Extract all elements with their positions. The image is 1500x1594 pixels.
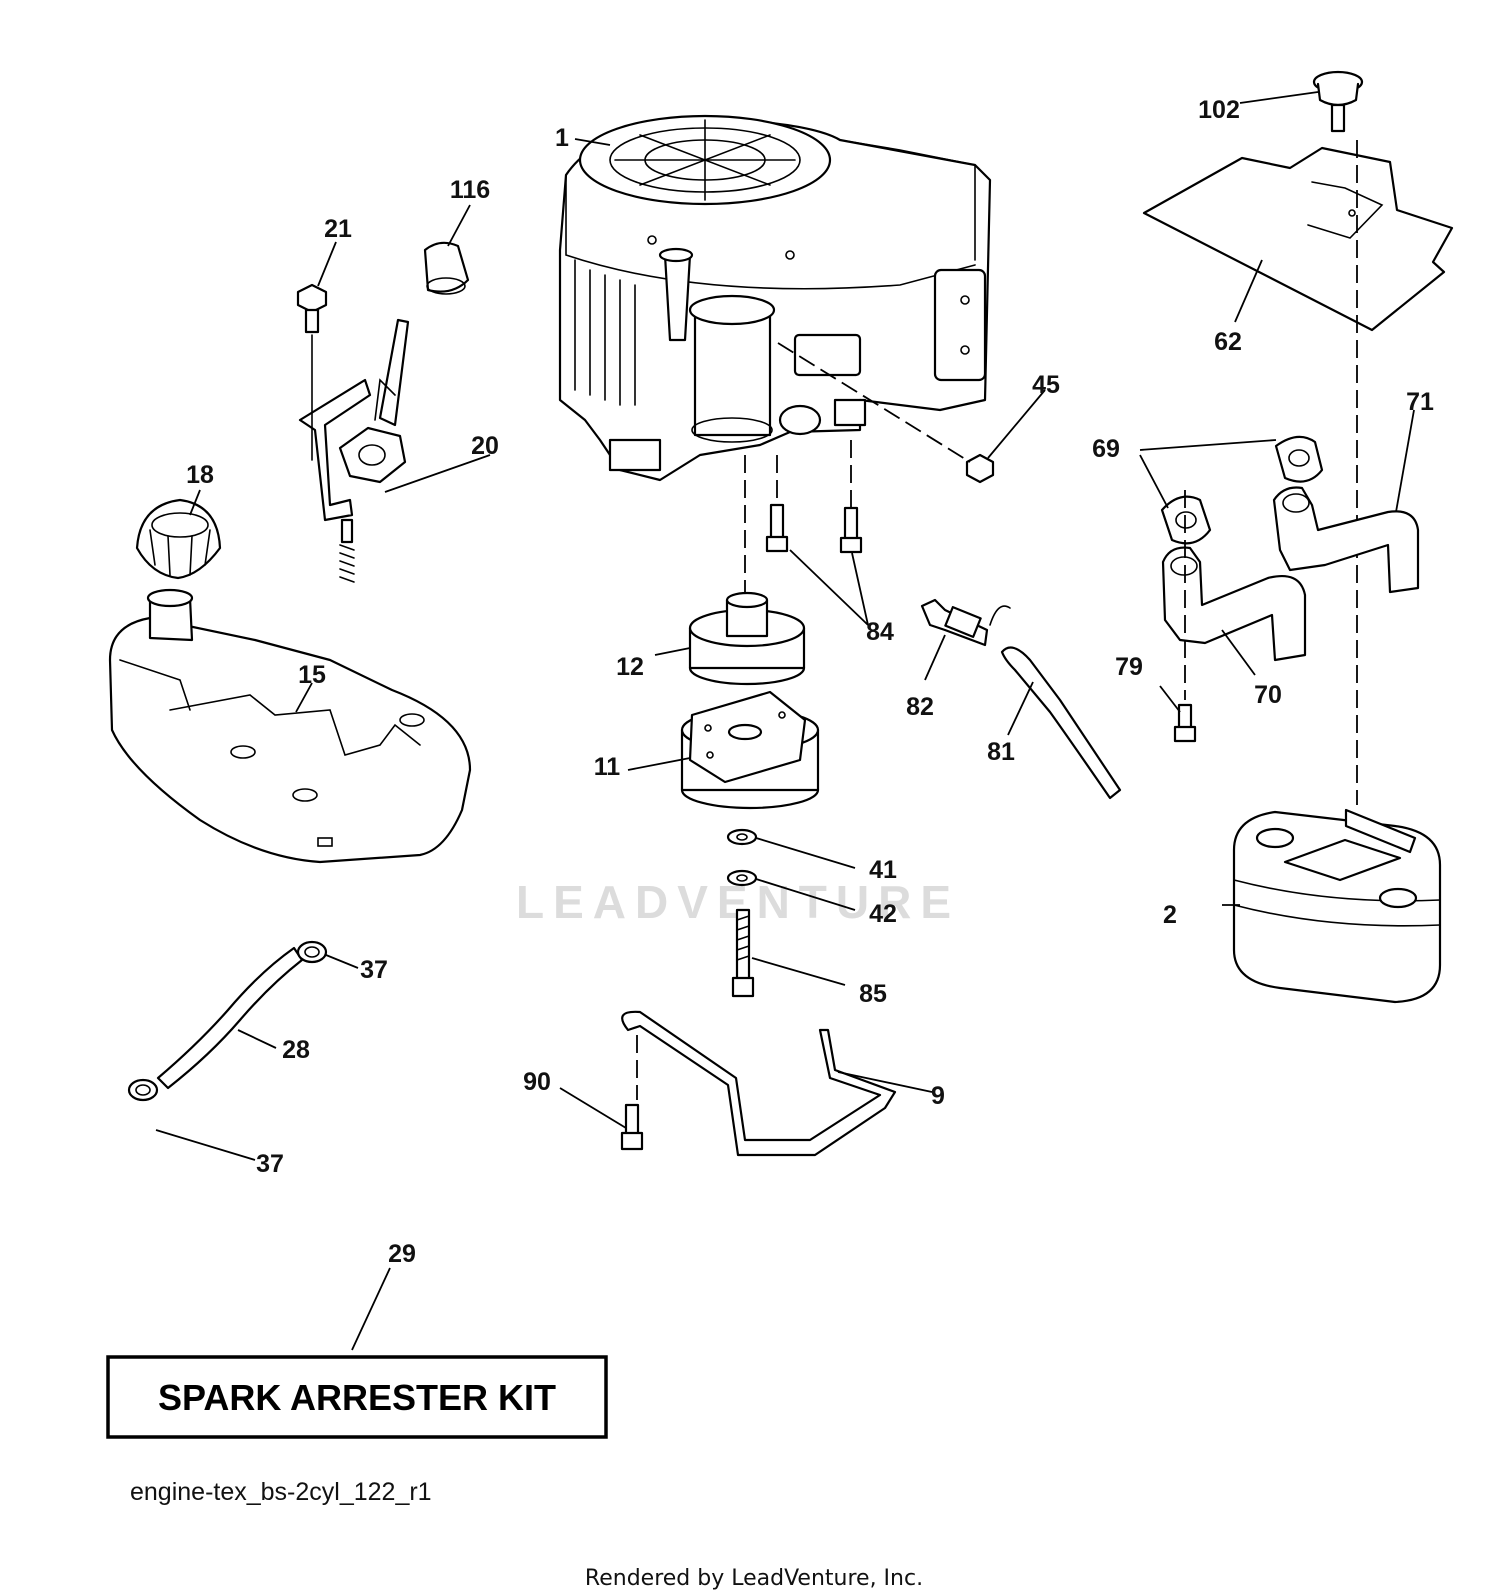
bracket-part-20[interactable]: [298, 318, 410, 583]
callout-62: 62: [1214, 328, 1242, 356]
callout-45: 45: [1032, 371, 1060, 399]
callout-11: 11: [594, 753, 621, 781]
callout-21: 21: [324, 215, 352, 243]
fuel-line-part-28[interactable]: [156, 946, 304, 1090]
callout-85: 85: [859, 980, 887, 1008]
callout-71: 71: [1406, 388, 1434, 416]
callout-15: 15: [298, 661, 326, 689]
rod-part-9[interactable]: [621, 1010, 897, 1157]
muffler-part-2[interactable]: [1232, 808, 1442, 1004]
kit-box-label: SPARK ARRESTER KIT: [158, 1377, 556, 1418]
pipe-part-71[interactable]: [1272, 486, 1420, 594]
callout-28: 28: [282, 1036, 310, 1064]
engine-part-1[interactable]: [558, 114, 992, 482]
callout-12: 12: [616, 653, 644, 681]
callout-42: 42: [869, 900, 897, 928]
bolt-part-84b[interactable]: [839, 506, 863, 554]
callout-116: 116: [450, 176, 490, 204]
callout-84: 84: [866, 618, 894, 646]
callout-41: 41: [869, 856, 897, 884]
footer-credit: Rendered by LeadVenture, Inc.: [585, 1566, 923, 1591]
callout-18: 18: [186, 461, 214, 489]
callout-labels: 1 102 62 45 69 71 70 79 2 84 82 81 12 11…: [186, 96, 1434, 1268]
callout-90: 90: [523, 1068, 551, 1096]
hose-part-81[interactable]: [1000, 646, 1122, 800]
callout-20: 20: [471, 432, 499, 460]
clutch-part-11[interactable]: [680, 690, 820, 810]
bolt-part-90[interactable]: [620, 1103, 644, 1151]
callout-81: 81: [987, 738, 1015, 766]
callout-82: 82: [906, 693, 934, 721]
clamp-part-37b[interactable]: [127, 1078, 159, 1102]
bolt-part-84a[interactable]: [765, 503, 789, 553]
callout-29: 29: [388, 1240, 416, 1268]
cap-part-18[interactable]: [135, 498, 222, 580]
washer-part-42[interactable]: [726, 869, 758, 887]
callout-1: 1: [555, 124, 569, 152]
callout-70: 70: [1254, 681, 1282, 709]
pulley-part-12[interactable]: [688, 591, 806, 686]
bolt-part-85[interactable]: [731, 908, 755, 998]
knob-part-102[interactable]: [1312, 70, 1364, 133]
gasket-part-69a[interactable]: [1160, 495, 1212, 545]
bolt-part-79[interactable]: [1173, 703, 1197, 743]
clamp-part-37a[interactable]: [296, 940, 328, 964]
tank-part-15[interactable]: [108, 588, 472, 864]
leader-lines: [155, 91, 1415, 1351]
callout-37-upper: 37: [360, 956, 388, 984]
bolt-part-21[interactable]: [296, 283, 328, 334]
callout-9: 9: [931, 1082, 945, 1110]
callout-69: 69: [1092, 435, 1120, 463]
callout-102: 102: [1198, 96, 1240, 124]
callout-2: 2: [1163, 901, 1177, 929]
callout-37-lower: 37: [256, 1150, 284, 1178]
pipe-part-70[interactable]: [1161, 546, 1307, 662]
spark-arrester-kit-box[interactable]: SPARK ARRESTER KIT: [106, 1355, 608, 1439]
shield-part-62[interactable]: [1142, 146, 1454, 332]
gasket-part-69b[interactable]: [1274, 435, 1324, 483]
knob-part-116[interactable]: [423, 241, 470, 293]
fitting-part-82[interactable]: [920, 598, 1011, 647]
washer-part-41[interactable]: [726, 828, 758, 846]
callout-79: 79: [1115, 653, 1143, 681]
diagram-reference: engine-tex_bs-2cyl_122_r1: [130, 1478, 432, 1506]
nut-part-45[interactable]: [965, 453, 995, 484]
